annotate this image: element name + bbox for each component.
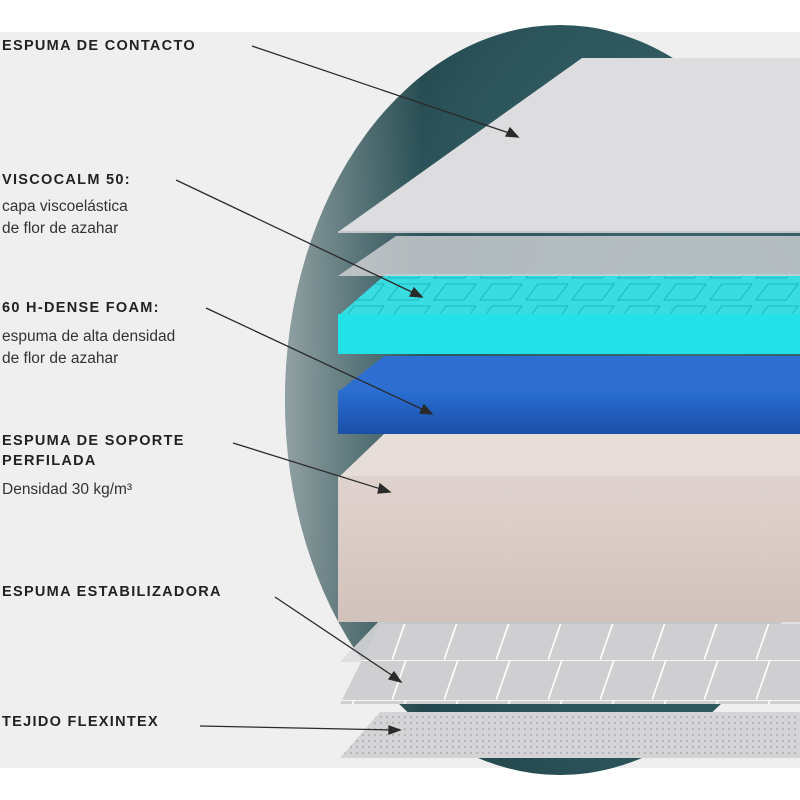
arrowhead bbox=[504, 126, 520, 138]
pointer-estabilizadora bbox=[274, 596, 397, 679]
label-viscocalm-desc-1: capa viscoelástica bbox=[2, 198, 128, 215]
support-foam-layer bbox=[338, 434, 800, 622]
hdense-foam-layer bbox=[338, 356, 800, 434]
arrowhead bbox=[408, 286, 424, 298]
label-soporte-desc-1: Densidad 30 kg/m³ bbox=[2, 481, 133, 498]
contact-foam-layer bbox=[338, 58, 800, 233]
arrowhead bbox=[387, 670, 403, 684]
fabric-layer bbox=[340, 712, 800, 758]
pointer-lines bbox=[175, 45, 520, 735]
label-contacto: ESPUMA DE CONTACTO bbox=[2, 36, 196, 56]
label-flexintex-title: TEJIDO FLEXINTEX bbox=[2, 714, 159, 730]
arrowhead bbox=[388, 725, 402, 735]
label-viscocalm-desc-2: de flor de azahar bbox=[2, 220, 119, 237]
viscocalm-layer bbox=[338, 274, 800, 354]
label-soporte-title-2: PERFILADA bbox=[2, 453, 97, 469]
pointer-contacto bbox=[251, 45, 513, 135]
stabilizer-layer bbox=[340, 620, 800, 704]
label-soporte: ESPUMA DE SOPORTE PERFILADA Densidad 30 … bbox=[2, 431, 185, 501]
label-viscocalm-title: VISCOCALM 50: bbox=[2, 172, 131, 188]
pointer-flexintex bbox=[199, 725, 395, 731]
pointer-hdense bbox=[205, 307, 427, 412]
label-contacto-title: ESPUMA DE CONTACTO bbox=[2, 38, 196, 54]
label-hdense-desc-2: de flor de azahar bbox=[2, 350, 119, 367]
label-viscocalm: VISCOCALM 50: capa viscoelástica de flor… bbox=[2, 170, 131, 240]
arrowhead bbox=[418, 403, 434, 415]
label-hdense-title: 60 H-DENSE FOAM: bbox=[2, 300, 160, 316]
pointer-viscocalm bbox=[175, 179, 417, 295]
arrowhead bbox=[377, 482, 392, 494]
label-soporte-title: ESPUMA DE SOPORTE bbox=[2, 433, 185, 449]
label-estabilizadora: ESPUMA ESTABILIZADORA bbox=[2, 582, 222, 602]
label-hdense: 60 H-DENSE FOAM: espuma de alta densidad… bbox=[2, 298, 175, 370]
thin-sheet-layer bbox=[338, 236, 800, 276]
label-hdense-desc-1: espuma de alta densidad bbox=[2, 328, 176, 345]
pointer-soporte bbox=[232, 442, 385, 491]
label-estabilizadora-title: ESPUMA ESTABILIZADORA bbox=[2, 584, 222, 600]
label-flexintex: TEJIDO FLEXINTEX bbox=[2, 712, 159, 732]
